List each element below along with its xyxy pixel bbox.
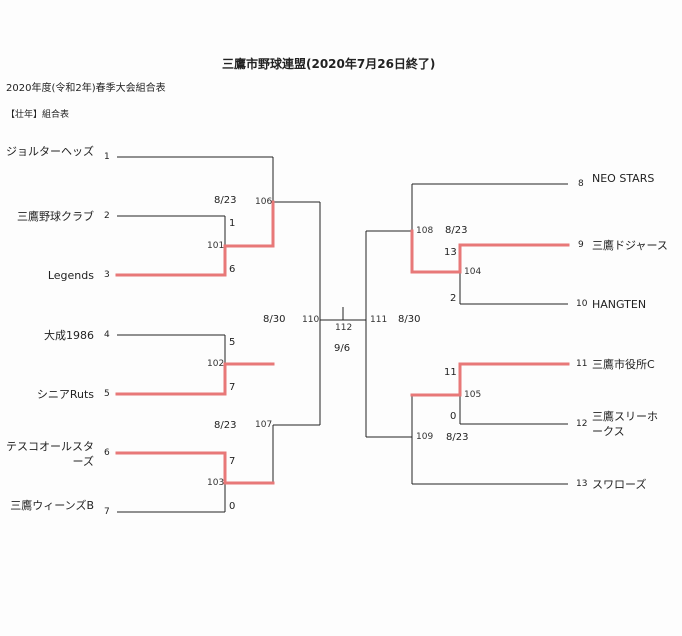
team-name-3: Legends: [47, 269, 94, 282]
match-104-date: 8/23: [445, 225, 468, 236]
seed-12: 12: [576, 419, 588, 429]
seed-1: 1: [104, 152, 110, 162]
match-101-date: 8/23: [214, 195, 237, 206]
seed-13: 13: [576, 479, 588, 489]
team-name-13: スワローズ: [592, 478, 647, 491]
team-name-6: テスコオールスターズ: [6, 440, 94, 468]
seed-6: 6: [104, 448, 110, 458]
match-103-score-bottom: 0: [229, 501, 236, 512]
seed-3: 3: [104, 270, 110, 280]
match-109-number: 109: [416, 432, 434, 442]
team-name-11: 三鷹市役所C: [592, 358, 655, 371]
match-101-score-top: 1: [229, 218, 236, 229]
match-111-number: 111: [370, 315, 388, 325]
match-103-number: 103: [207, 478, 225, 488]
match-112-number: 112: [335, 323, 353, 333]
match-107-number: 107: [255, 420, 273, 430]
match-112-date: 9/6: [334, 343, 351, 354]
match-111-date: 8/30: [398, 314, 421, 325]
match-104-score-bottom: 2: [450, 293, 457, 304]
match-105-score-top: 11: [444, 367, 457, 378]
match-104-score-top: 13: [444, 247, 457, 258]
team-name-10: HANGTEN: [592, 298, 647, 311]
match-106-number: 106: [255, 197, 273, 207]
match-101-number: 101: [207, 241, 225, 251]
match-105-score-bottom: 0: [450, 411, 457, 422]
seed-11: 11: [576, 359, 588, 369]
match-103-score-top: 7: [229, 456, 236, 467]
team-name-9: 三鷹ドジャース: [592, 239, 668, 252]
team-name-5: シニアRuts: [36, 388, 94, 401]
seed-7: 7: [104, 507, 110, 517]
match-102-number: 102: [207, 359, 225, 369]
match-108-number: 108: [416, 226, 434, 236]
match-101-score-bottom: 6: [229, 264, 236, 275]
page-subtitle: 2020年度(令和2年)春季大会組合表: [6, 83, 166, 94]
team-name-7: 三鷹ウィーンズB: [10, 499, 94, 512]
seed-2: 2: [104, 211, 110, 221]
team-name-2: 三鷹野球クラブ: [17, 210, 94, 223]
team-name-4: 大成1986: [44, 329, 94, 342]
seed-8: 8: [578, 179, 584, 189]
match-103-date: 8/23: [214, 420, 237, 431]
match-110-number: 110: [302, 315, 320, 325]
team-name-1: ジョルターヘッズ: [6, 145, 94, 158]
match-105-date: 8/23: [446, 432, 469, 443]
seed-4: 4: [104, 330, 110, 340]
seed-9: 9: [578, 240, 584, 250]
match-110-date: 8/30: [263, 314, 286, 325]
match-102-score-bottom: 7: [229, 382, 236, 393]
team-name-8: NEO STARS: [592, 172, 655, 185]
match-102-score-top: 5: [229, 337, 236, 348]
match-105-number: 105: [464, 390, 482, 400]
section-label: 【壮年】組合表: [6, 110, 70, 120]
team-name-12: 三鷹スリーホークス: [592, 410, 658, 438]
match-104-number: 104: [464, 267, 482, 277]
page-title: 三鷹市野球連盟(2020年7月26日終了): [222, 57, 436, 71]
seed-5: 5: [104, 389, 110, 399]
seed-10: 10: [576, 299, 588, 309]
